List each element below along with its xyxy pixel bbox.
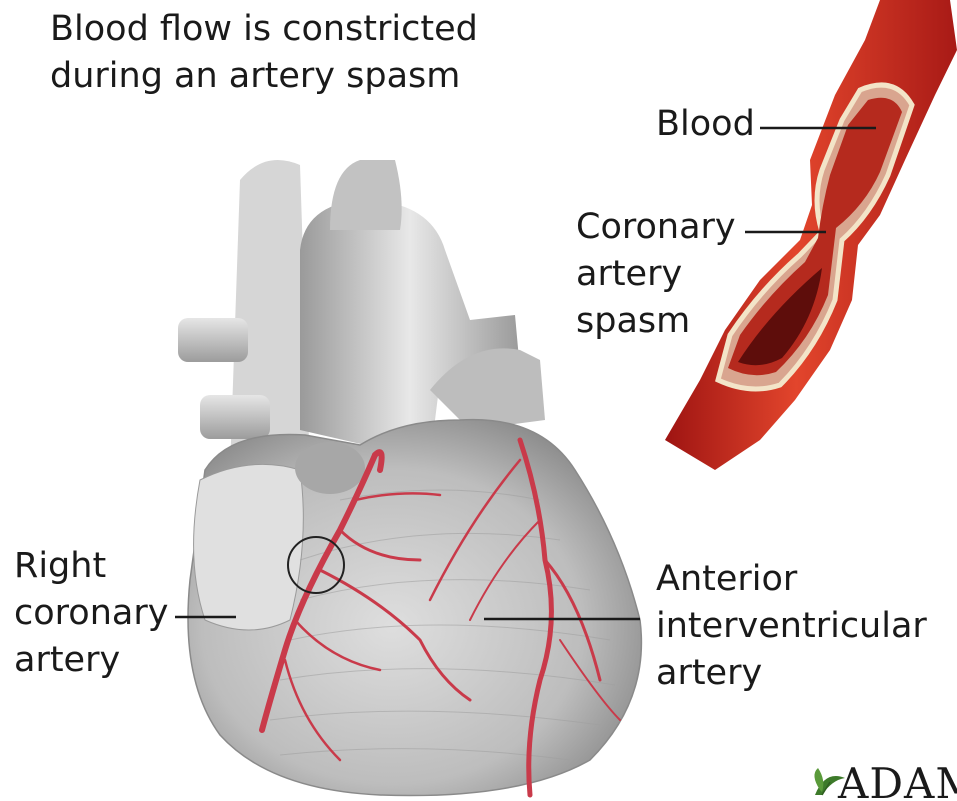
logo-text: ADAM — [838, 765, 957, 801]
aorta-upper — [330, 160, 402, 230]
label-blood: Blood — [656, 101, 755, 148]
right-atrium — [194, 464, 304, 630]
label-anterior-interventricular-artery: Anterior interventricular artery — [656, 556, 927, 697]
left-atrial-appendage — [295, 442, 365, 494]
adam-logo: ADAM — [808, 765, 957, 801]
diagram-title: Blood flow is constricted during an arte… — [50, 6, 478, 100]
label-right-coronary-artery: Right coronary artery — [14, 543, 168, 684]
pulmonary-vein-upper — [178, 318, 248, 362]
label-coronary-artery-spasm: Coronary artery spasm — [576, 204, 736, 345]
heart-illustration — [178, 160, 641, 796]
pulmonary-vein-lower — [200, 395, 270, 439]
